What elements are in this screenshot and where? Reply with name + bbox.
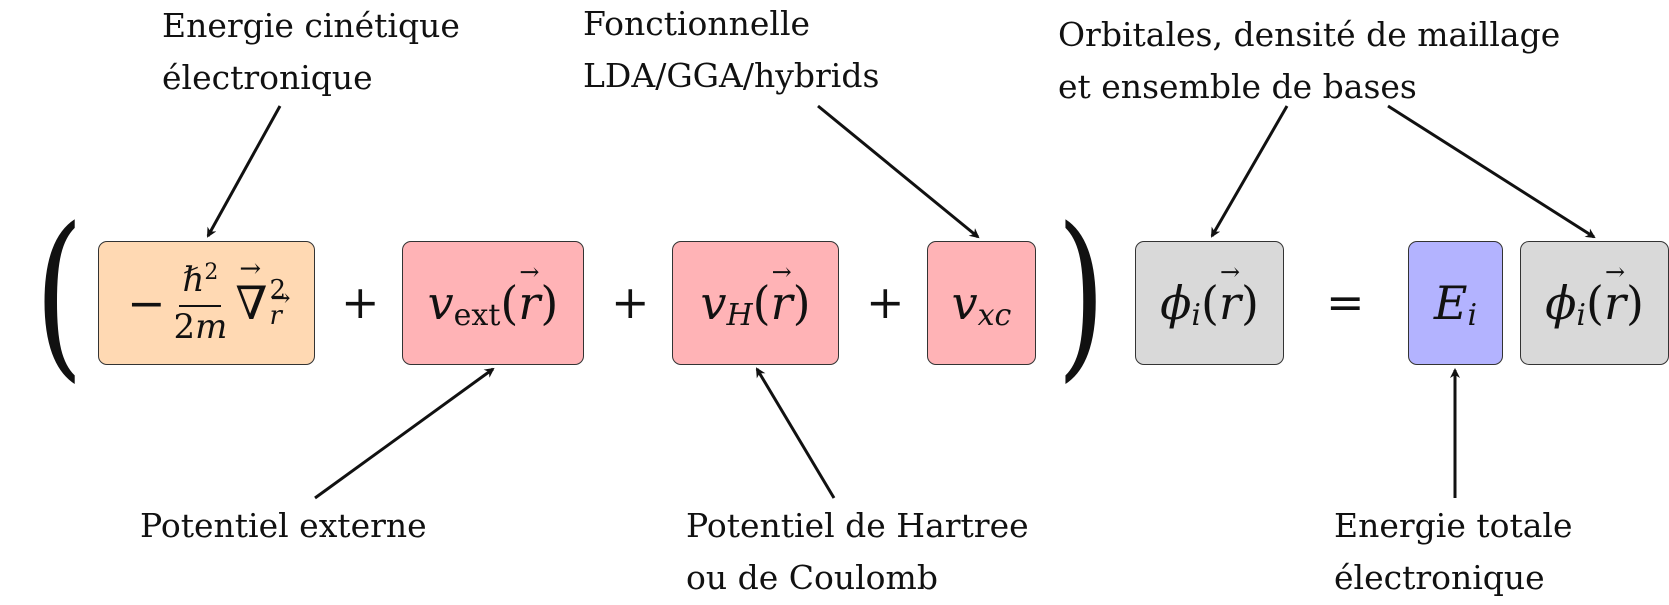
annotation-orbitals: Orbitales, densité de maillage et ensemb… bbox=[1058, 9, 1560, 113]
annotation-line: électronique bbox=[162, 58, 373, 97]
close-parenthesis: ) bbox=[1056, 190, 1106, 399]
annotation-line: Orbitales, densité de maillage bbox=[1058, 15, 1561, 54]
arrow-external bbox=[314, 367, 495, 500]
annotation-kinetic-energy: Energie cinétique électronique bbox=[162, 0, 460, 104]
annotation-hartree-potential: Potentiel de Hartree ou de Coulomb bbox=[686, 500, 1029, 604]
fraction-denominator: 2m bbox=[173, 306, 228, 347]
plus-sign: + bbox=[866, 275, 905, 329]
plus-sign: + bbox=[341, 275, 380, 329]
hbar-fraction: ℏ2 2m bbox=[173, 260, 227, 347]
annotation-line: Energie cinétique bbox=[162, 6, 460, 45]
annotation-line: et ensemble de bases bbox=[1058, 67, 1417, 106]
orbital-box-left: ϕi(r) bbox=[1135, 241, 1284, 365]
minus-sign: − bbox=[126, 276, 166, 330]
arrow-orbitals-right bbox=[1387, 104, 1596, 239]
nabla-indices: 2 r bbox=[270, 277, 291, 329]
annotation-line: Energie totale bbox=[1334, 506, 1573, 545]
plus-sign: + bbox=[611, 275, 650, 329]
orbital-box-right: ϕi(r) bbox=[1520, 241, 1669, 365]
kinetic-term-box: − ℏ2 2m ∇ 2 r bbox=[98, 241, 315, 365]
nabla-symbol: ∇ bbox=[235, 254, 267, 330]
fraction-numerator: ℏ2 bbox=[179, 260, 222, 307]
annotation-line: ou de Coulomb bbox=[686, 558, 938, 597]
hartree-potential-box: vH(r) bbox=[672, 241, 839, 365]
annotation-total-energy: Energie totale électronique bbox=[1334, 500, 1573, 604]
arrow-kinetic bbox=[206, 105, 282, 238]
arrow-orbitals-left bbox=[1210, 105, 1289, 238]
annotation-functional: Fonctionnelle LDA/GGA/hybrids bbox=[583, 0, 879, 102]
annotation-external-potential: Potentiel externe bbox=[140, 500, 427, 552]
annotation-line: Fonctionnelle bbox=[583, 4, 811, 43]
annotation-line: électronique bbox=[1334, 558, 1545, 597]
open-parenthesis: ( bbox=[34, 190, 84, 399]
annotation-line: Potentiel externe bbox=[140, 506, 427, 545]
annotation-line: LDA/GGA/hybrids bbox=[583, 56, 880, 95]
equals-sign: = bbox=[1326, 275, 1365, 329]
arrow-functional bbox=[817, 104, 980, 239]
annotation-line: Potentiel de Hartree bbox=[686, 506, 1029, 545]
arrow-hartree bbox=[755, 367, 836, 499]
